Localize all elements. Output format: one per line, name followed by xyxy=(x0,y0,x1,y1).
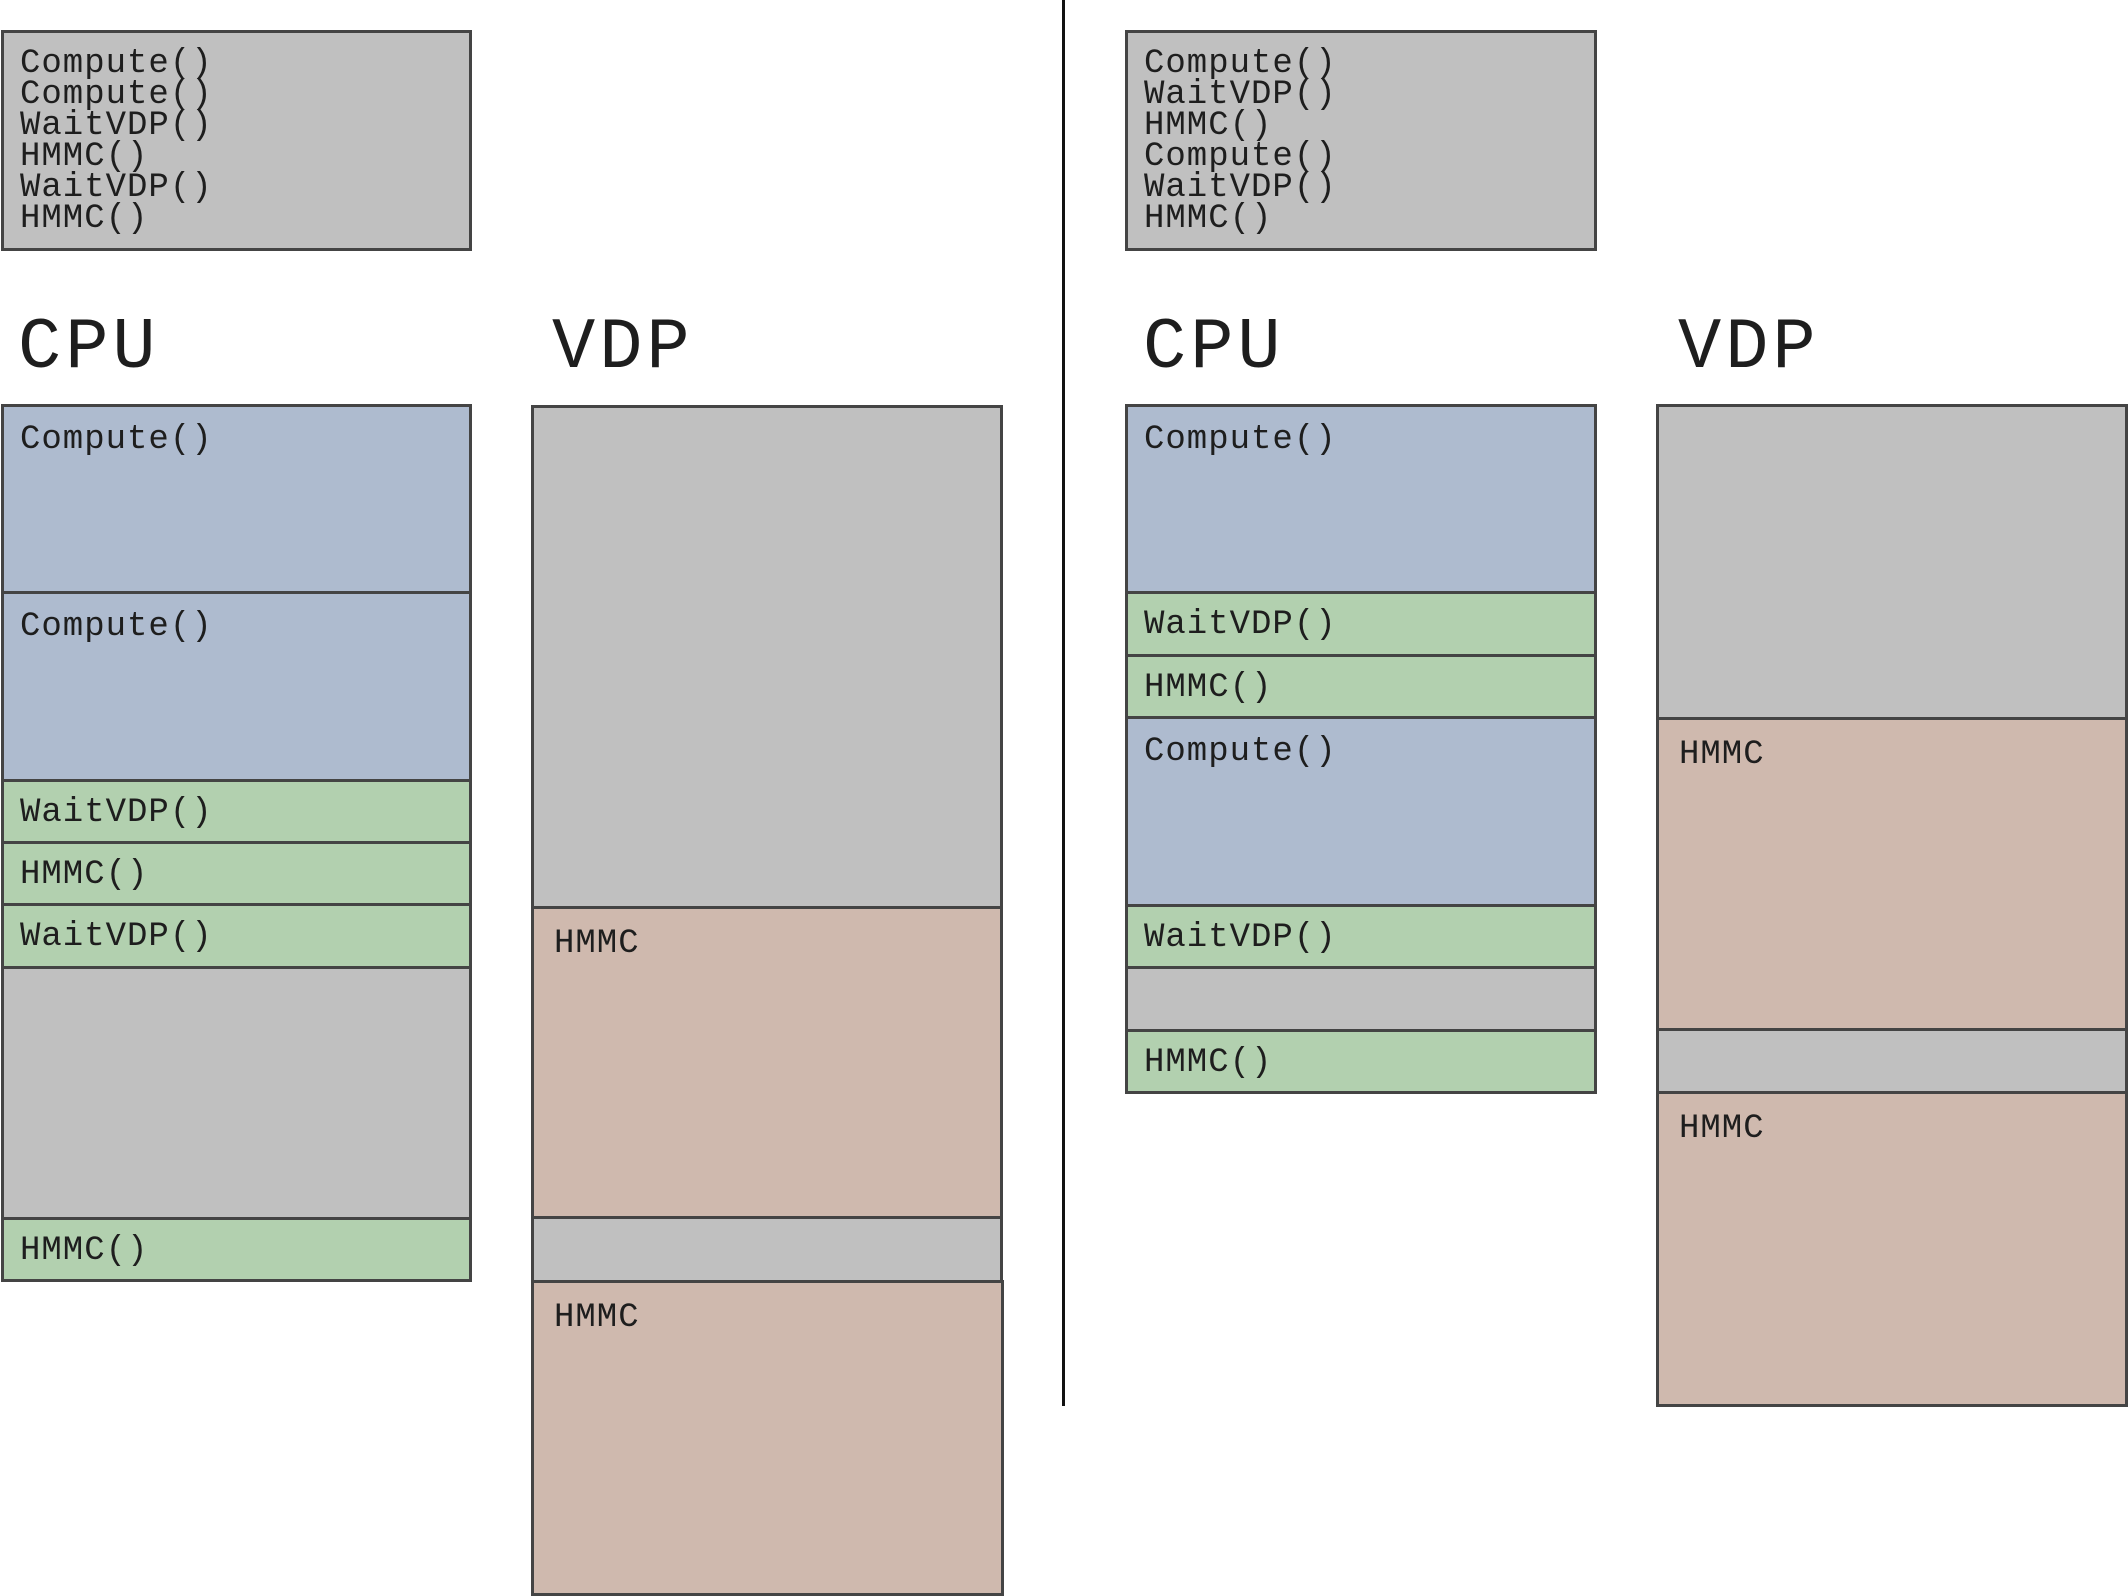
vdp-block-hmmc: HMMC xyxy=(531,906,1003,1219)
cpu-block-waitvdp: WaitVDP() xyxy=(1125,591,1597,657)
left-cpu-heading: CPU xyxy=(18,307,160,389)
right-code-listing: Compute() WaitVDP() HMMC() Compute() Wai… xyxy=(1125,30,1597,251)
vdp-block-hmmc: HMMC xyxy=(1656,1091,2128,1407)
right-vdp-heading: VDP xyxy=(1678,307,1820,389)
cpu-block-waitvdp: WaitVDP() xyxy=(1125,904,1597,969)
left-vdp-heading: VDP xyxy=(552,307,694,389)
cpu-block-hmmc: HMMC() xyxy=(1125,654,1597,719)
code-line: Compute() xyxy=(20,45,213,83)
vdp-block-idle xyxy=(1656,404,2128,720)
left-code-listing: Compute() Compute() WaitVDP() HMMC() Wai… xyxy=(1,30,472,251)
vdp-block-idle xyxy=(1656,1028,2128,1094)
vdp-block-idle xyxy=(531,1216,1003,1283)
vdp-block-idle xyxy=(531,405,1003,909)
code-line: Compute() xyxy=(1144,45,1337,83)
code-line: HMMC() xyxy=(20,200,149,238)
cpu-block-idle xyxy=(1,966,472,1220)
code-line: HMMC() xyxy=(20,138,149,176)
code-line: Compute() xyxy=(20,76,213,114)
code-line: WaitVDP() xyxy=(20,169,213,207)
vdp-block-hmmc: HMMC xyxy=(531,1280,1004,1596)
cpu-block-hmmc: HMMC() xyxy=(1,841,472,906)
code-line: HMMC() xyxy=(1144,200,1273,238)
code-line: Compute() xyxy=(1144,138,1337,176)
cpu-block-hmmc: HMMC() xyxy=(1125,1029,1597,1094)
code-line: WaitVDP() xyxy=(1144,76,1337,114)
vdp-block-hmmc: HMMC xyxy=(1656,717,2128,1031)
cpu-block-compute: Compute() xyxy=(1125,404,1597,594)
cpu-block-compute: Compute() xyxy=(1,591,472,782)
cpu-block-compute: Compute() xyxy=(1125,716,1597,907)
right-cpu-heading: CPU xyxy=(1143,307,1285,389)
code-line: HMMC() xyxy=(1144,107,1273,145)
cpu-block-waitvdp: WaitVDP() xyxy=(1,903,472,969)
cpu-block-hmmc: HMMC() xyxy=(1,1217,472,1282)
panel-divider xyxy=(1062,0,1065,1406)
cpu-block-compute: Compute() xyxy=(1,404,472,594)
code-line: WaitVDP() xyxy=(20,107,213,145)
cpu-block-waitvdp: WaitVDP() xyxy=(1,779,472,844)
code-line: WaitVDP() xyxy=(1144,169,1337,207)
cpu-block-idle xyxy=(1125,966,1597,1032)
